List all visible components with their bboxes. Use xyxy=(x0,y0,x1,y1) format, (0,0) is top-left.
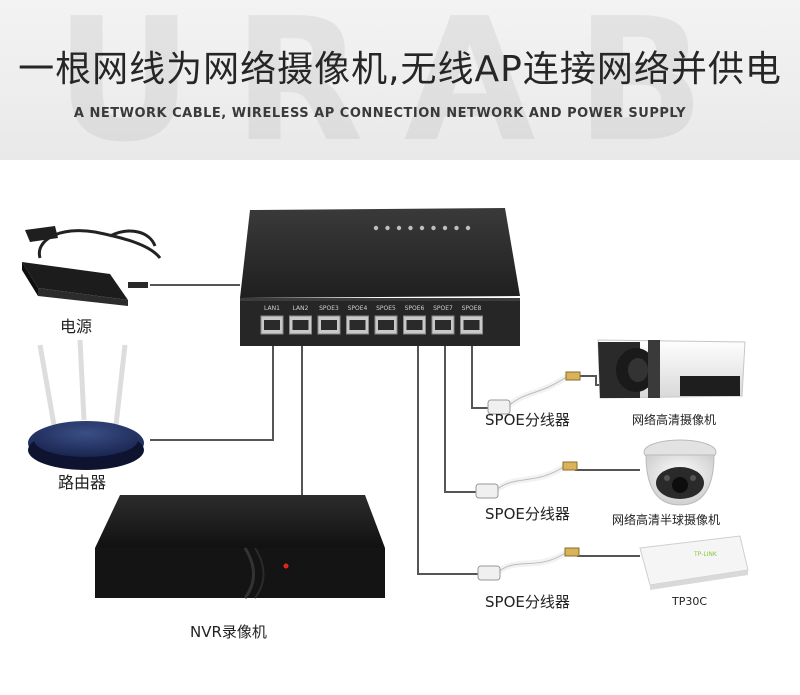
port-label: LAN1 xyxy=(264,305,280,312)
page-title: 一根网线为网络摄像机,无线AP连接网络并供电 xyxy=(18,49,782,90)
cable-splitter-2 xyxy=(444,340,476,493)
port-label: LAN2 xyxy=(293,305,309,312)
power-adapter xyxy=(22,226,162,306)
port-socket xyxy=(264,320,280,330)
cable-router xyxy=(150,340,274,441)
label-nvr: NVR录像机 xyxy=(190,623,267,641)
access-point: TP-LINK xyxy=(639,535,749,590)
port-label: SPOE3 xyxy=(319,305,339,312)
label-power: 电源 xyxy=(60,317,92,336)
cable-splitter-1 xyxy=(471,340,488,409)
port-socket xyxy=(435,320,451,330)
port-label: SPOE6 xyxy=(405,305,425,312)
port-socket xyxy=(321,320,337,330)
status-led xyxy=(408,225,413,231)
label-splitter-3: SPOE分线器 xyxy=(485,593,570,611)
label-dome-camera: 网络高清半球摄像机 xyxy=(612,512,720,527)
poe-switch: LAN1 LAN2 SPOE3 SPOE4 SPOE5 SPOE6 SPOE7 SPOE8 xyxy=(240,208,520,346)
spoe-splitter-1 xyxy=(487,371,581,415)
status-led xyxy=(431,225,436,231)
bullet-camera xyxy=(597,339,746,399)
cable-splitter-3 xyxy=(417,340,478,575)
header-banner: URAB 一根网线为网络摄像机,无线AP连接网络并供电 A NETWORK CA… xyxy=(0,0,800,160)
port-socket xyxy=(292,320,309,330)
status-led xyxy=(396,225,402,231)
spoe-splitter-2 xyxy=(475,461,578,499)
status-led xyxy=(373,225,379,231)
port-label: SPOE4 xyxy=(348,305,368,312)
status-led xyxy=(465,225,471,231)
port-socket xyxy=(349,320,366,330)
label-bullet-camera: 网络高清摄像机 xyxy=(632,412,716,427)
ap-brand-label: TP-LINK xyxy=(693,551,718,558)
label-router: 路由器 xyxy=(58,473,106,492)
port-socket xyxy=(406,320,423,330)
status-led xyxy=(385,225,390,231)
status-led xyxy=(442,225,448,231)
nvr-recorder xyxy=(95,495,385,599)
status-led xyxy=(454,225,459,231)
watermark-text: URAB xyxy=(54,0,746,160)
status-leds xyxy=(373,225,471,231)
page-subtitle: A NETWORK CABLE, WIRELESS AP CONNECTION … xyxy=(73,106,687,121)
router xyxy=(28,339,144,470)
status-led xyxy=(419,225,425,231)
device-labels: 电源 路由器 NVR录像机 网络高清摄像机 网络高清半球摄像机 TP30C SP… xyxy=(58,317,720,641)
spoe-splitter-3 xyxy=(477,547,580,581)
label-access-point: TP30C xyxy=(671,595,707,608)
port-row: LAN1 LAN2 SPOE3 SPOE4 SPOE5 SPOE6 SPOE7 SPOE8 xyxy=(260,305,483,335)
splitter-group xyxy=(475,371,581,581)
port-label: SPOE7 xyxy=(433,305,453,312)
label-splitter-2: SPOE分线器 xyxy=(485,505,570,523)
port-label: SPOE5 xyxy=(376,305,396,312)
port-socket xyxy=(378,320,394,330)
label-splitter-1: SPOE分线器 xyxy=(485,411,570,429)
port-socket xyxy=(463,320,480,330)
port-label: SPOE8 xyxy=(462,305,482,312)
dome-camera xyxy=(643,439,717,506)
